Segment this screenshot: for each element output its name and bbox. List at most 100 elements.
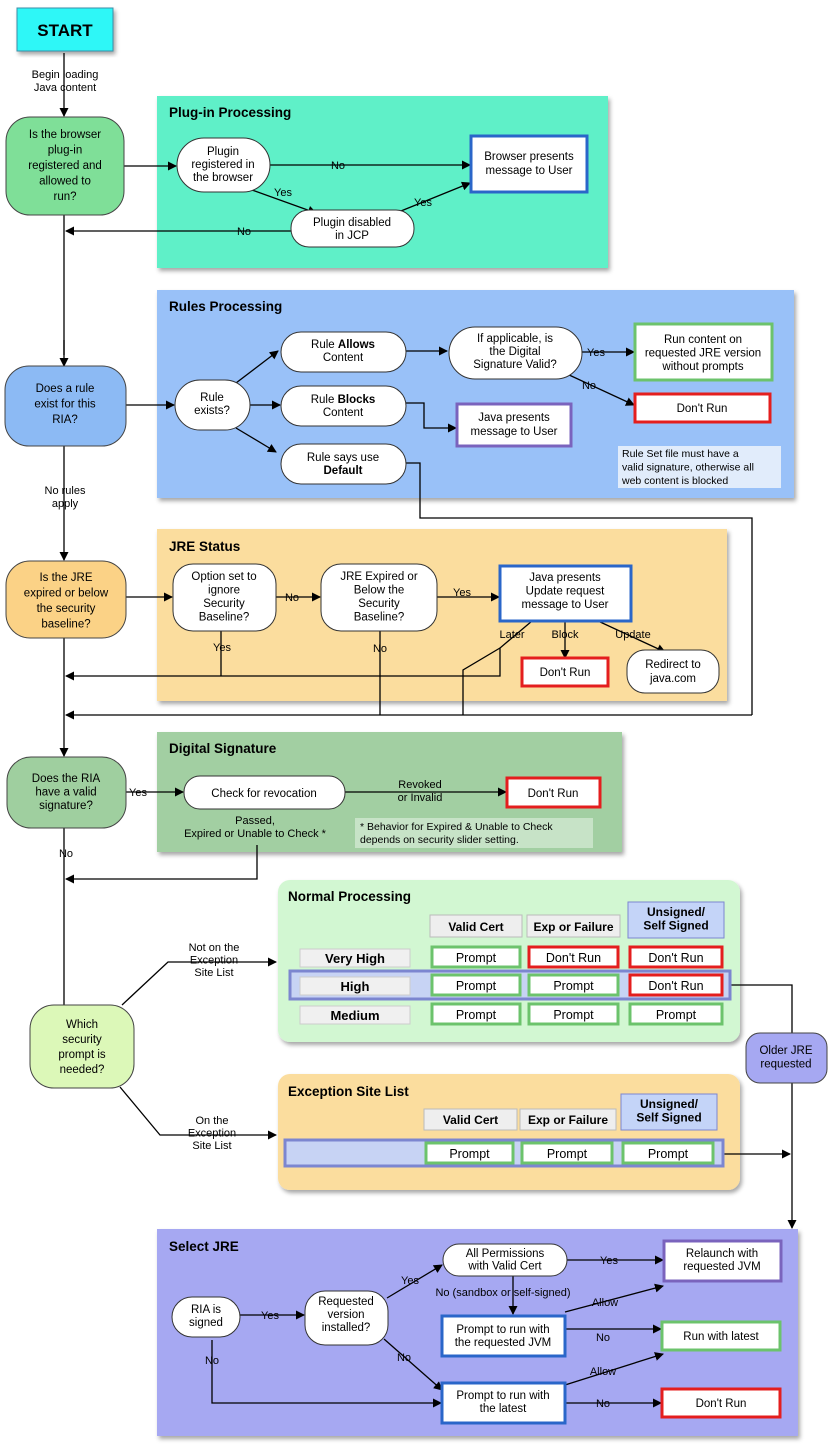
- block-label: Block: [552, 629, 579, 641]
- normal-cell-text: Don't Run: [648, 951, 703, 965]
- jre-no2-label: No: [373, 643, 387, 655]
- jre-status-title: JRE Status: [169, 539, 240, 554]
- prompt-requested-node: [440, 1314, 567, 1358]
- prompt-latest-node: [440, 1381, 567, 1425]
- plugin-yes-label: Yes: [274, 187, 292, 199]
- select-no2-label: No: [205, 1355, 219, 1367]
- ria-signed-node: [171, 1296, 241, 1338]
- rules-no-label: No: [582, 380, 596, 392]
- normal-cell: [430, 1002, 522, 1026]
- select-no4-label: No: [596, 1398, 610, 1410]
- signature-valid-node: [448, 326, 583, 380]
- check-revocation-node: [183, 775, 346, 810]
- jre-expired-node: [320, 563, 438, 632]
- sandbox-label: No (sandbox or self-signed): [435, 1287, 570, 1299]
- select-yes2-label: Yes: [401, 1275, 419, 1287]
- jre-no-label: No: [285, 592, 299, 604]
- rule-blocks-node: [280, 385, 407, 427]
- passed-label: Passed,Expired or Unable to Check *: [184, 815, 327, 840]
- select-no-label: No: [596, 1332, 610, 1344]
- relaunch-node: [662, 1239, 783, 1283]
- select-jre-title: Select JRE: [169, 1239, 239, 1254]
- rules-processing-title: Rules Processing: [169, 299, 282, 314]
- question-which-prompt: [29, 1004, 135, 1089]
- jre-dont-run-node: [520, 656, 610, 688]
- signature-no-label: No: [59, 848, 73, 860]
- exception-cell-text: Prompt: [648, 1147, 689, 1161]
- question-valid-signature: [6, 756, 127, 829]
- sig-dont-run-node: [505, 776, 602, 809]
- normal-cell-text: Prompt: [456, 1008, 497, 1022]
- start-label: START: [37, 21, 93, 40]
- jre-yes2-label: Yes: [213, 642, 231, 654]
- exception-cell: [520, 1141, 614, 1165]
- version-installed-node: [304, 1290, 389, 1346]
- normal-cell-text: Don't Run: [648, 979, 703, 993]
- question-plugin-registered: [5, 116, 125, 216]
- digital-signature-title: Digital Signature: [169, 741, 277, 756]
- normal-row-label: High: [341, 979, 370, 994]
- normal-column-header-text: Valid Cert: [448, 920, 503, 934]
- plugin-disabled-node: [290, 209, 415, 248]
- later-label: Later: [499, 629, 524, 641]
- rules-dont-run-text: Don't Run: [677, 403, 728, 415]
- connector-lines: [59, 53, 797, 1408]
- sig-dont-run-text: Don't Run: [528, 788, 579, 800]
- question-jre-expired: [5, 560, 127, 639]
- update-label: Update: [615, 629, 650, 641]
- check-revocation-text: Check for revocation: [211, 788, 316, 800]
- start-node: [16, 7, 114, 52]
- normal-row-label: Medium: [330, 1008, 379, 1023]
- normal-cell-text: Prompt: [553, 979, 594, 993]
- select-yes-label: Yes: [261, 1310, 279, 1322]
- older-jre-node: [745, 1032, 828, 1084]
- exception-column-header-text: Exp or Failure: [528, 1113, 608, 1127]
- exception-cell-text: Prompt: [547, 1147, 588, 1161]
- jre-yes-label: Yes: [453, 587, 471, 599]
- normal-cell: [628, 1002, 724, 1026]
- normal-processing-title: Normal Processing: [288, 889, 411, 904]
- normal-cell: [628, 973, 724, 997]
- all-permissions-node: [442, 1243, 568, 1277]
- rules-yes-label: Yes: [587, 347, 605, 359]
- exception-cell-text: Prompt: [449, 1147, 490, 1161]
- normal-column-header-text: Exp or Failure: [533, 920, 613, 934]
- normal-cell-text: Prompt: [456, 979, 497, 993]
- select-dont-run-text: Don't Run: [696, 1398, 747, 1410]
- ignore-baseline-node: [172, 563, 277, 632]
- normal-cell-text: Prompt: [456, 951, 497, 965]
- update-request-node: [498, 564, 633, 623]
- plugin-no-label: No: [331, 160, 345, 172]
- signature-yes-label: Yes: [129, 787, 147, 799]
- question-rule-exists: [4, 365, 127, 447]
- normal-cell: [628, 945, 724, 969]
- select-allow-label: Allow: [592, 1297, 618, 1309]
- rule-exists-node: [174, 379, 251, 431]
- plugin-yes2-label: Yes: [414, 197, 432, 209]
